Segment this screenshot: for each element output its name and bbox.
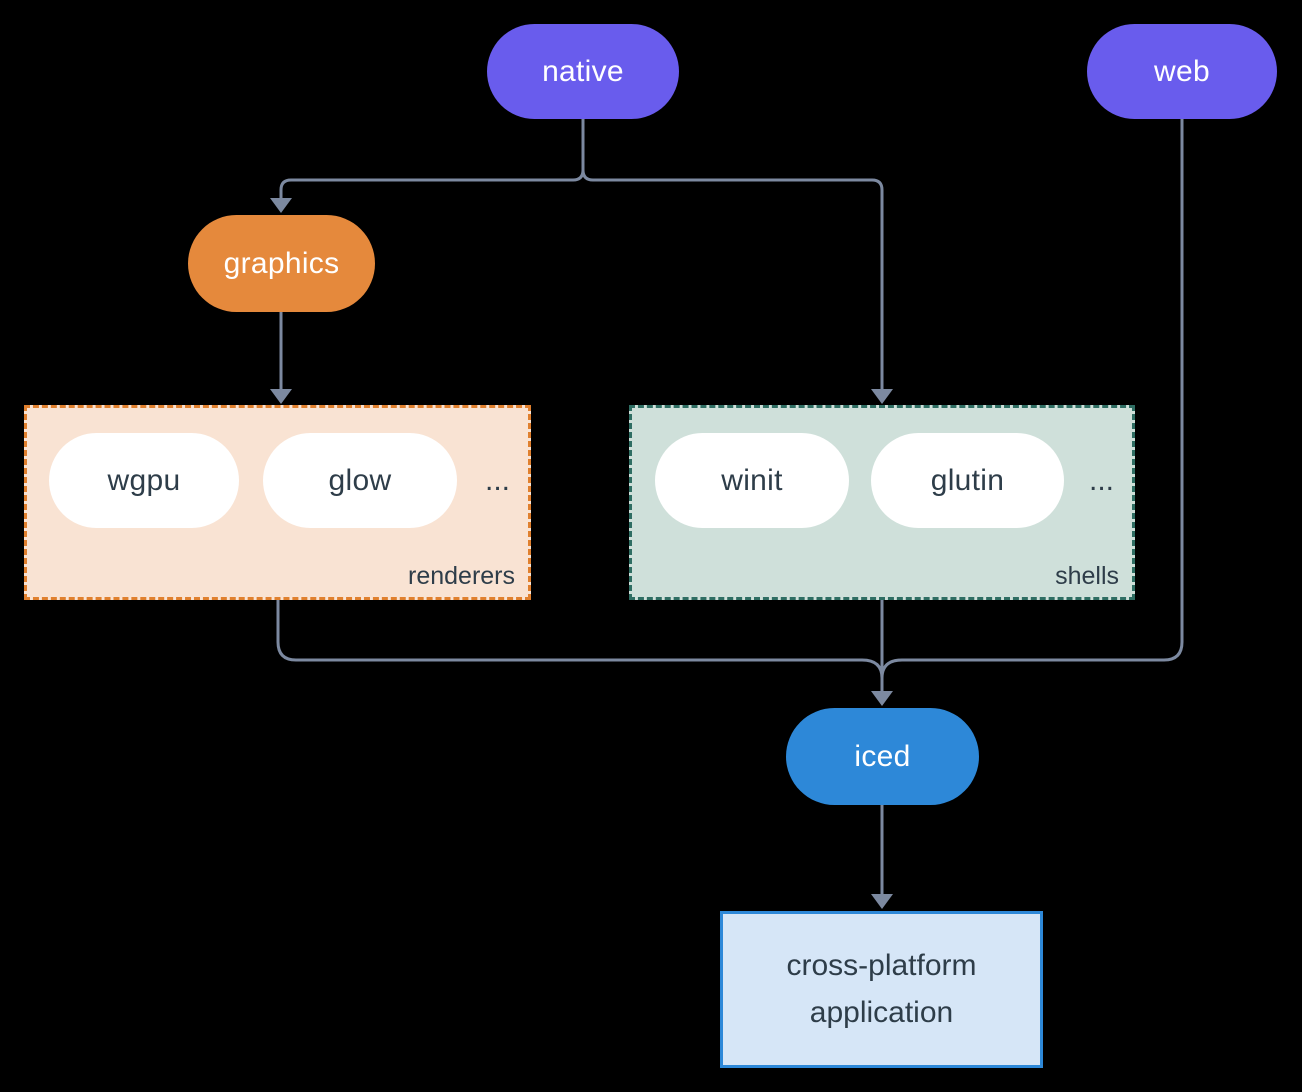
arrowhead-graphics xyxy=(270,198,292,213)
arrowhead-app xyxy=(871,894,893,909)
node-native-label: native xyxy=(542,54,624,88)
node-iced: iced xyxy=(786,708,979,805)
node-winit-label: winit xyxy=(721,463,783,497)
renderers-ellipsis: ... xyxy=(484,463,510,497)
node-iced-label: iced xyxy=(854,739,911,773)
node-graphics: graphics xyxy=(188,215,375,312)
node-app-label: cross-platform application xyxy=(786,949,977,1029)
group-shells: winit glutin ... shells xyxy=(629,405,1135,600)
node-web: web xyxy=(1087,24,1277,119)
node-wgpu-label: wgpu xyxy=(107,463,181,497)
node-glutin-label: glutin xyxy=(930,463,1005,497)
node-winit: winit xyxy=(655,433,849,528)
node-web-label: web xyxy=(1154,54,1210,88)
node-native: native xyxy=(487,24,679,119)
edge-native-to-shells xyxy=(581,118,884,389)
arrowhead-iced xyxy=(871,691,893,706)
edge-native-to-graphics xyxy=(279,118,585,198)
edge-renderers-to-iced xyxy=(276,599,884,691)
node-glow-label: glow xyxy=(328,463,392,497)
node-glutin: glutin xyxy=(871,433,1064,528)
node-glow: glow xyxy=(263,433,457,528)
shells-ellipsis: ... xyxy=(1088,463,1114,497)
node-graphics-label: graphics xyxy=(223,246,340,280)
node-cross-platform-application: cross-platform application xyxy=(720,911,1043,1068)
arrowhead-renderers xyxy=(270,389,292,404)
arrowhead-shells xyxy=(871,389,893,404)
node-wgpu: wgpu xyxy=(49,433,239,528)
renderers-group-label: renderers xyxy=(408,562,515,590)
group-renderers: wgpu glow ... renderers xyxy=(24,405,531,600)
shells-group-label: shells xyxy=(1055,562,1119,590)
